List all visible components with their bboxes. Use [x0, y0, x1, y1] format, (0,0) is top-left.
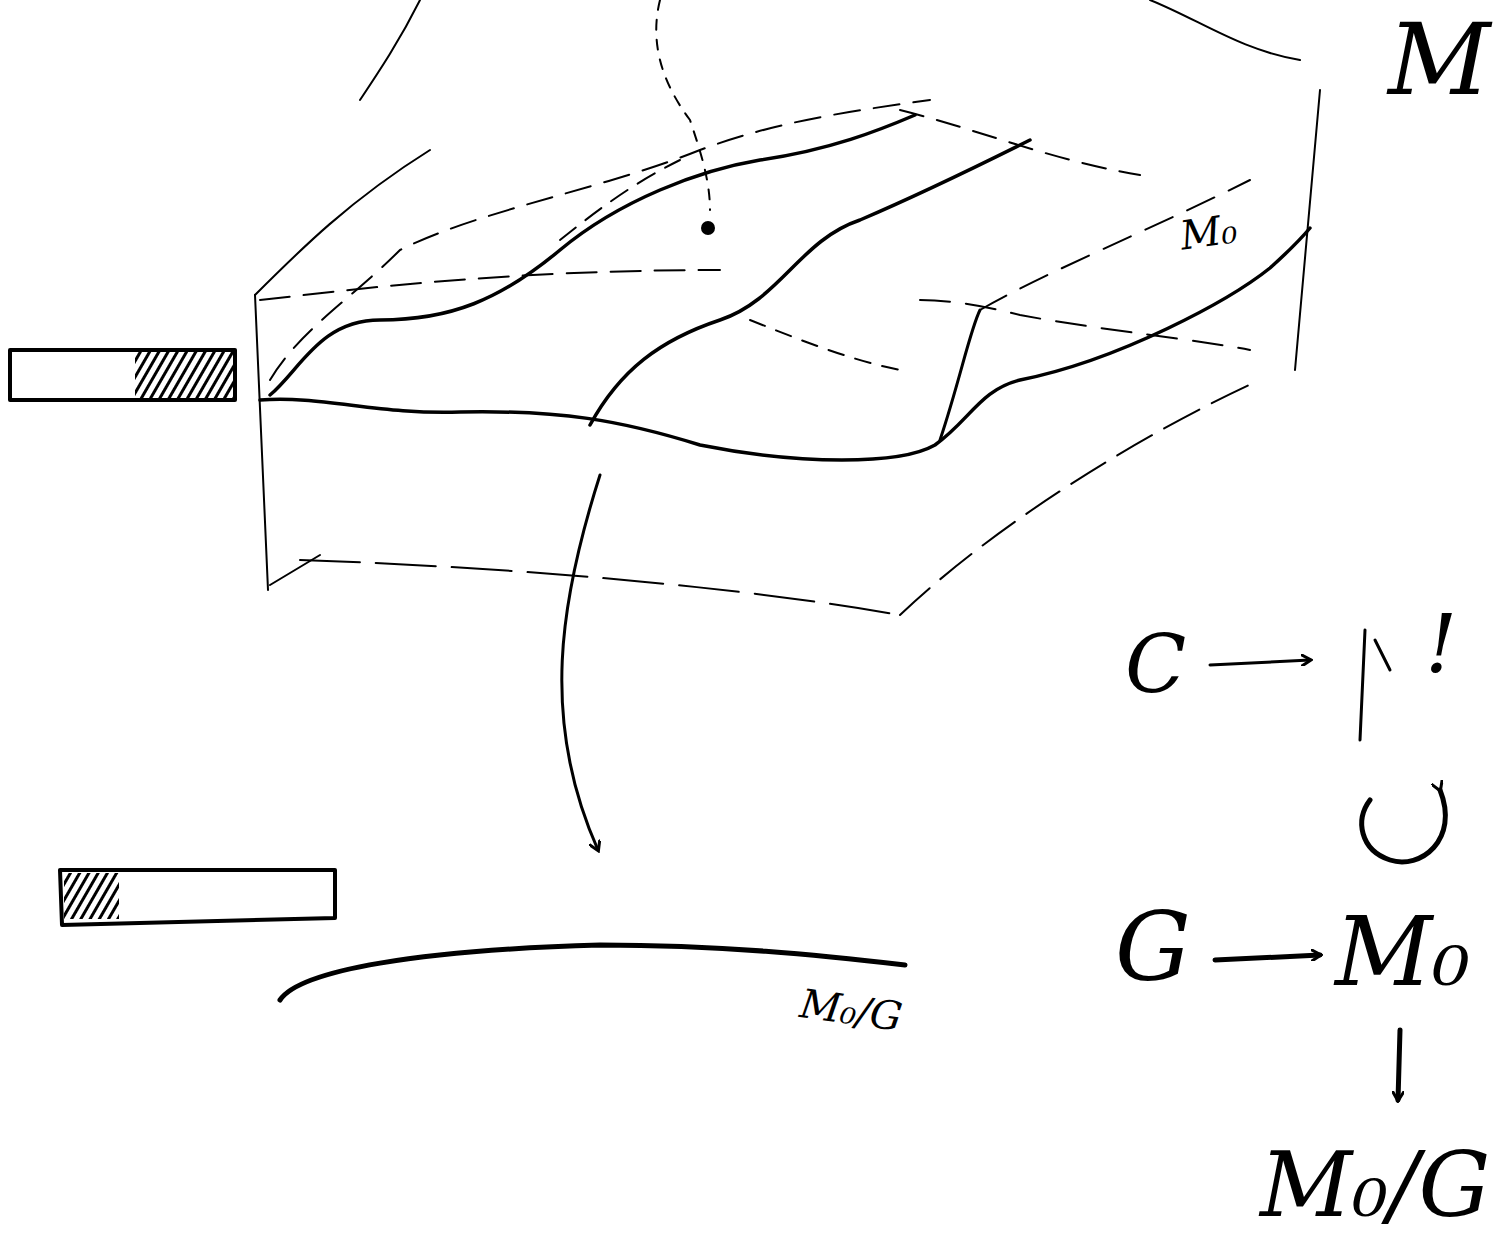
slab-edge — [255, 150, 430, 295]
mark-label: ! — [1425, 605, 1457, 685]
submanifold — [260, 228, 1310, 460]
bar-hatch — [64, 873, 119, 919]
point — [701, 221, 715, 235]
hidden-line — [656, 0, 710, 210]
hidden-line — [750, 320, 900, 370]
slab-edge — [255, 295, 268, 590]
slab-edge — [1150, 0, 1300, 60]
orbit — [270, 115, 915, 395]
action-arrow — [1362, 790, 1446, 862]
slab-edge — [270, 555, 320, 585]
hidden-line — [920, 300, 1250, 350]
orbit — [590, 140, 1030, 425]
quotient-label: M₀/G — [1260, 1140, 1490, 1230]
submanifold-label: M₀ — [1177, 208, 1239, 256]
space-label: M₀ — [1335, 905, 1470, 1000]
hidden-line — [560, 160, 680, 240]
hidden-line — [270, 100, 930, 380]
arrow — [1398, 1030, 1400, 1100]
quotient-label: M₀/G — [798, 983, 905, 1037]
group-label: C — [1125, 625, 1186, 705]
bar-hatch — [135, 352, 233, 398]
orbit — [940, 310, 980, 440]
slab-edge — [900, 380, 1260, 615]
projection-arrow — [562, 475, 600, 850]
arrow — [1215, 955, 1320, 960]
hidden-line — [260, 270, 720, 300]
bar — [10, 350, 235, 400]
fiber-line — [1360, 630, 1365, 740]
hidden-line — [980, 180, 1250, 310]
slab-edge — [300, 560, 900, 615]
arrow — [1210, 660, 1310, 665]
hidden-line — [900, 110, 1140, 175]
fiber-line — [1375, 640, 1390, 670]
slab-edge — [360, 0, 420, 100]
group-label: G — [1115, 900, 1191, 995]
manifold-label: M — [1388, 10, 1490, 110]
bar — [60, 870, 335, 925]
